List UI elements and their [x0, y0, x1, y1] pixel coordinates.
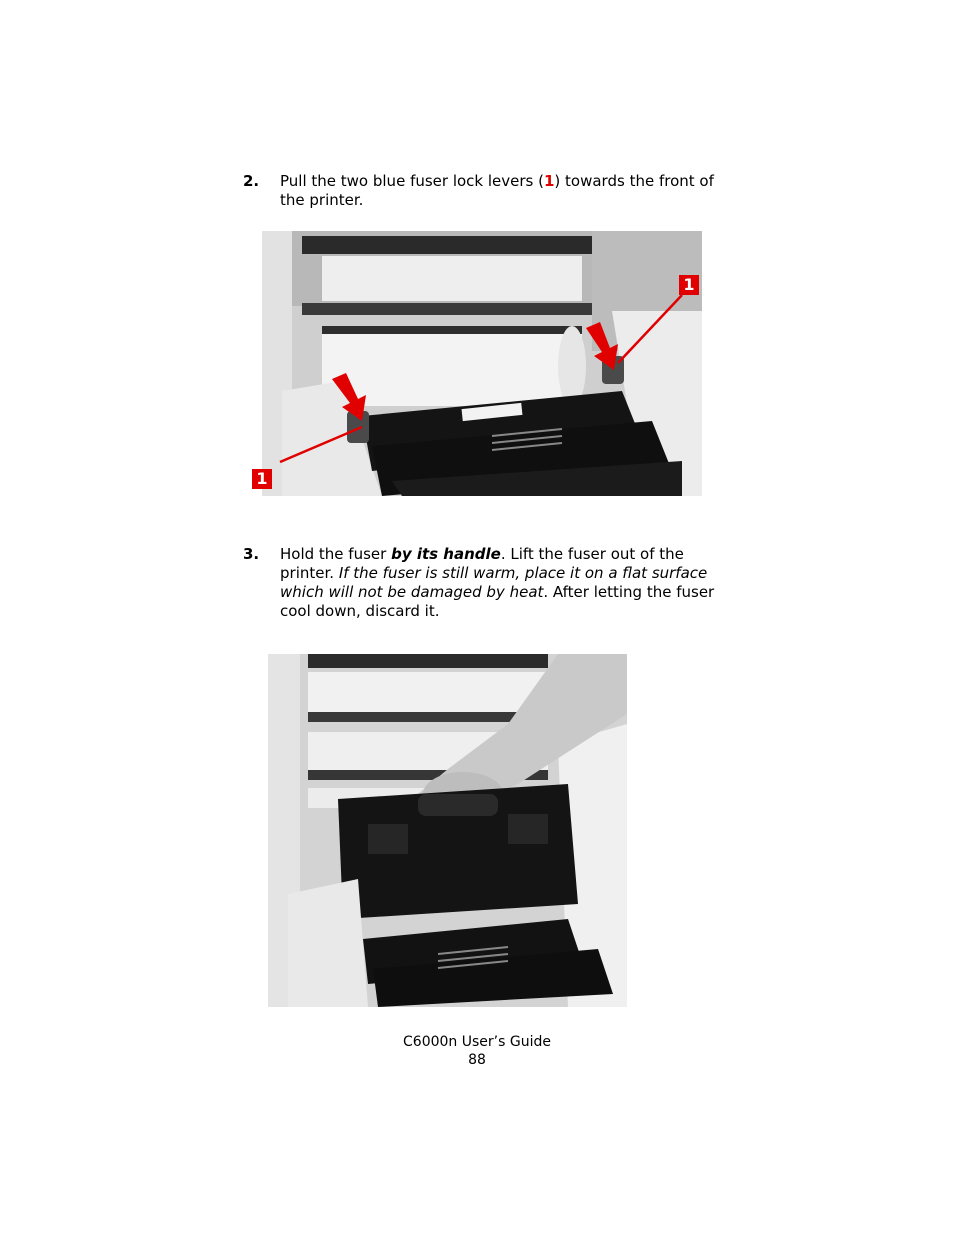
step-text: Pull the two blue fuser lock levers (1) …: [280, 172, 714, 209]
callout-1-bottom: 1: [252, 469, 272, 489]
lift-fuser-photo: [268, 654, 627, 1007]
footer-title: C6000n User’s Guide: [403, 1034, 551, 1050]
page-number: 88: [468, 1052, 486, 1068]
step-number: 2.: [243, 172, 260, 190]
step-2: 2. Pull the two blue fuser lock levers (…: [243, 172, 733, 212]
step-3: 3. Hold the fuser by its handle. Lift th…: [243, 545, 733, 625]
step-text: Hold the fuser by its handle. Lift the f…: [280, 545, 715, 620]
callout-ref: 1: [543, 172, 555, 190]
callout-1-top: 1: [679, 275, 699, 295]
fuser-lock-levers-photo: [262, 231, 702, 496]
step-number: 3.: [243, 545, 260, 563]
